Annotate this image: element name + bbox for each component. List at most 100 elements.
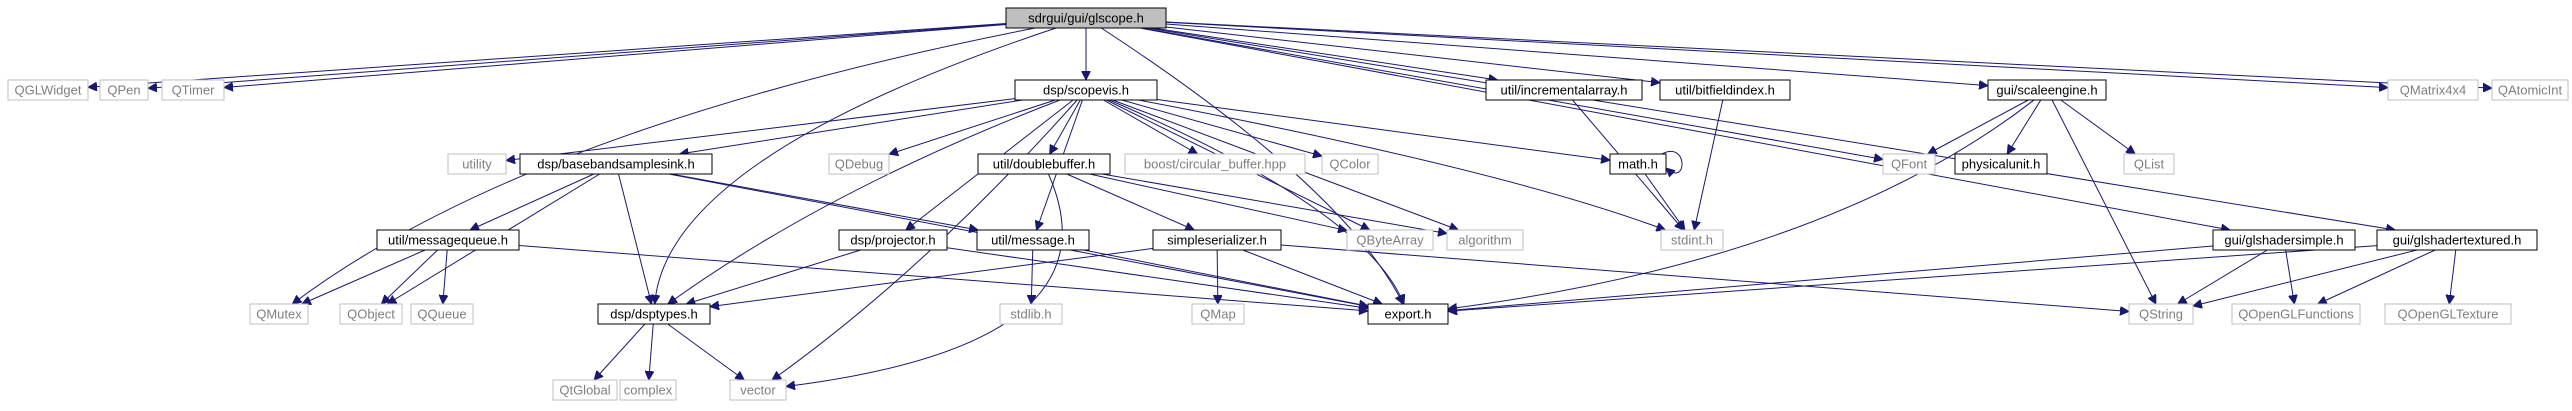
edge-bbsink-to-msgqueue (470, 173, 595, 230)
node-message[interactable]: util/message.h (976, 229, 1090, 251)
edge-simpleser-to-qstring (1280, 244, 2129, 311)
node-box (828, 153, 890, 175)
node-bbsink[interactable]: dsp/basebandsamplesink.h (519, 153, 713, 175)
edge-scaleengine-to-export (1448, 99, 2035, 309)
edge-scopevis-to-export (1109, 99, 1404, 304)
edge-glsimple-to-qoglfunc (2285, 249, 2295, 304)
node-box (2376, 229, 2538, 251)
edge-glscope-to-qpen (148, 23, 1007, 88)
node-scopevis[interactable]: dsp/scopevis.h (1014, 79, 1158, 101)
node-box (1191, 303, 1245, 325)
node-glscope[interactable]: sdrgui/gui/glscope.h (1005, 7, 1167, 29)
edge-glscope-to-bitfield (1165, 26, 1660, 83)
node-dbuf[interactable]: util/doublebuffer.h (977, 153, 1111, 175)
node-label: gui/scaleengine.h (1996, 83, 2097, 98)
node-qlist: QList (2123, 153, 2175, 175)
node-qqueue: QQueue (410, 303, 474, 325)
edge-simpleser-to-dsptypes (710, 247, 1154, 306)
edge-gltex-to-qstring (2193, 249, 2418, 306)
node-label: QQueue (417, 307, 466, 322)
node-label: boost/circular_buffer.hpp (1144, 157, 1286, 172)
node-label: util/bitfieldindex.h (1675, 83, 1775, 98)
node-projector[interactable]: dsp/projector.h (838, 229, 948, 251)
edge-bbsink-to-dsptypes (618, 173, 652, 304)
node-qdebug: QDebug (828, 153, 890, 175)
node-box (99, 79, 149, 101)
edge-scaleengine-to-qstring (2051, 99, 2156, 304)
node-simpleser[interactable]: simpleserializer.h (1152, 229, 1282, 251)
node-box (1152, 229, 1282, 251)
edge-dsptypes-to-qtglobal (594, 323, 646, 380)
node-label: utility (462, 157, 492, 172)
node-box (161, 79, 225, 101)
node-label: simpleserializer.h (1167, 233, 1267, 248)
node-label: gui/glshadertextured.h (2393, 233, 2522, 248)
edge-simpleser-to-export (1242, 249, 1382, 304)
node-glsimple[interactable]: gui/glshadersimple.h (2212, 229, 2356, 251)
node-box (2123, 153, 2175, 175)
edge-scaleengine-to-qlist (2060, 99, 2135, 154)
node-box (2212, 229, 2356, 251)
edge-scopevis-to-stdint (1138, 99, 1666, 230)
node-export[interactable]: export.h (1367, 303, 1449, 325)
node-label: vector (740, 383, 776, 398)
node-box (838, 229, 948, 251)
node-gltex[interactable]: gui/glshadertextured.h (2376, 229, 2538, 251)
node-bitfield[interactable]: util/bitfieldindex.h (1659, 79, 1791, 101)
edge-gltex-to-qoglfunc (2318, 249, 2436, 304)
node-box (1659, 79, 1791, 101)
edge-glsimple-to-export (1448, 245, 2214, 311)
edge-msgqueue-to-qmutex (302, 249, 426, 304)
node-qfont: QFont (1882, 153, 1936, 175)
node-box (1660, 229, 1724, 251)
node-label: dsp/projector.h (850, 233, 935, 248)
edge-scopevis-to-bbsink (680, 99, 1023, 154)
node-physunit[interactable]: physicalunit.h (1954, 153, 2048, 175)
node-box (597, 303, 711, 325)
edge-glscope-to-qmatrix (1165, 21, 2388, 87)
edge-glscope-to-qatomic (1165, 21, 2492, 88)
edges (88, 21, 2492, 386)
node-label: QString (2139, 307, 2183, 322)
edge-mathh-to-mathh (1661, 151, 1683, 173)
edge-dsptypes-to-complex (649, 323, 653, 380)
edge-msgqueue-to-export (518, 244, 1368, 310)
edge-glscope-to-export (1101, 27, 1403, 304)
node-label: export.h (1385, 307, 1432, 322)
node-label: math.h (1618, 157, 1658, 172)
node-box (2231, 303, 2361, 325)
node-box (249, 303, 309, 325)
node-scaleengine[interactable]: gui/scaleengine.h (1987, 79, 2107, 101)
edge-scopevis-to-qcolor (1121, 99, 1322, 156)
node-qtglobal: QtGlobal (552, 379, 618, 401)
edge-mathh-to-stdint (1644, 173, 1685, 230)
edge-simpleser-to-qmap (1217, 249, 1218, 304)
node-msgqueue[interactable]: util/messagequeue.h (376, 229, 520, 251)
edge-scopevis-to-circbuf (1103, 99, 1197, 154)
node-label: dsp/dsptypes.h (610, 307, 697, 322)
node-dsptypes[interactable]: dsp/dsptypes.h (597, 303, 711, 325)
node-box (2491, 79, 2569, 101)
node-qpen: QPen (99, 79, 149, 101)
edge-glscope-to-scaleengine (1165, 23, 1988, 86)
node-box (1367, 303, 1449, 325)
node-incarray[interactable]: util/incrementalarray.h (1485, 79, 1643, 101)
node-box (1014, 79, 1158, 101)
edge-glsimple-to-qstring (2178, 249, 2268, 304)
node-box (339, 303, 403, 325)
edge-dbuf-to-vector (786, 173, 1063, 386)
edge-bitfield-to-stdint (1694, 99, 1724, 230)
edge-message-to-stdlib (1031, 249, 1032, 304)
edge-glscope-to-incarray (1152, 27, 1497, 80)
node-label: QMatrix4x4 (2400, 83, 2466, 98)
node-box (2387, 79, 2479, 101)
node-box (1124, 153, 1306, 175)
node-mathh[interactable]: math.h (1609, 153, 1667, 175)
node-box (447, 153, 507, 175)
node-label: QMutex (256, 307, 302, 322)
node-box (410, 303, 474, 325)
node-box (999, 303, 1063, 325)
edge-glscope-to-qmutex (292, 27, 1036, 304)
